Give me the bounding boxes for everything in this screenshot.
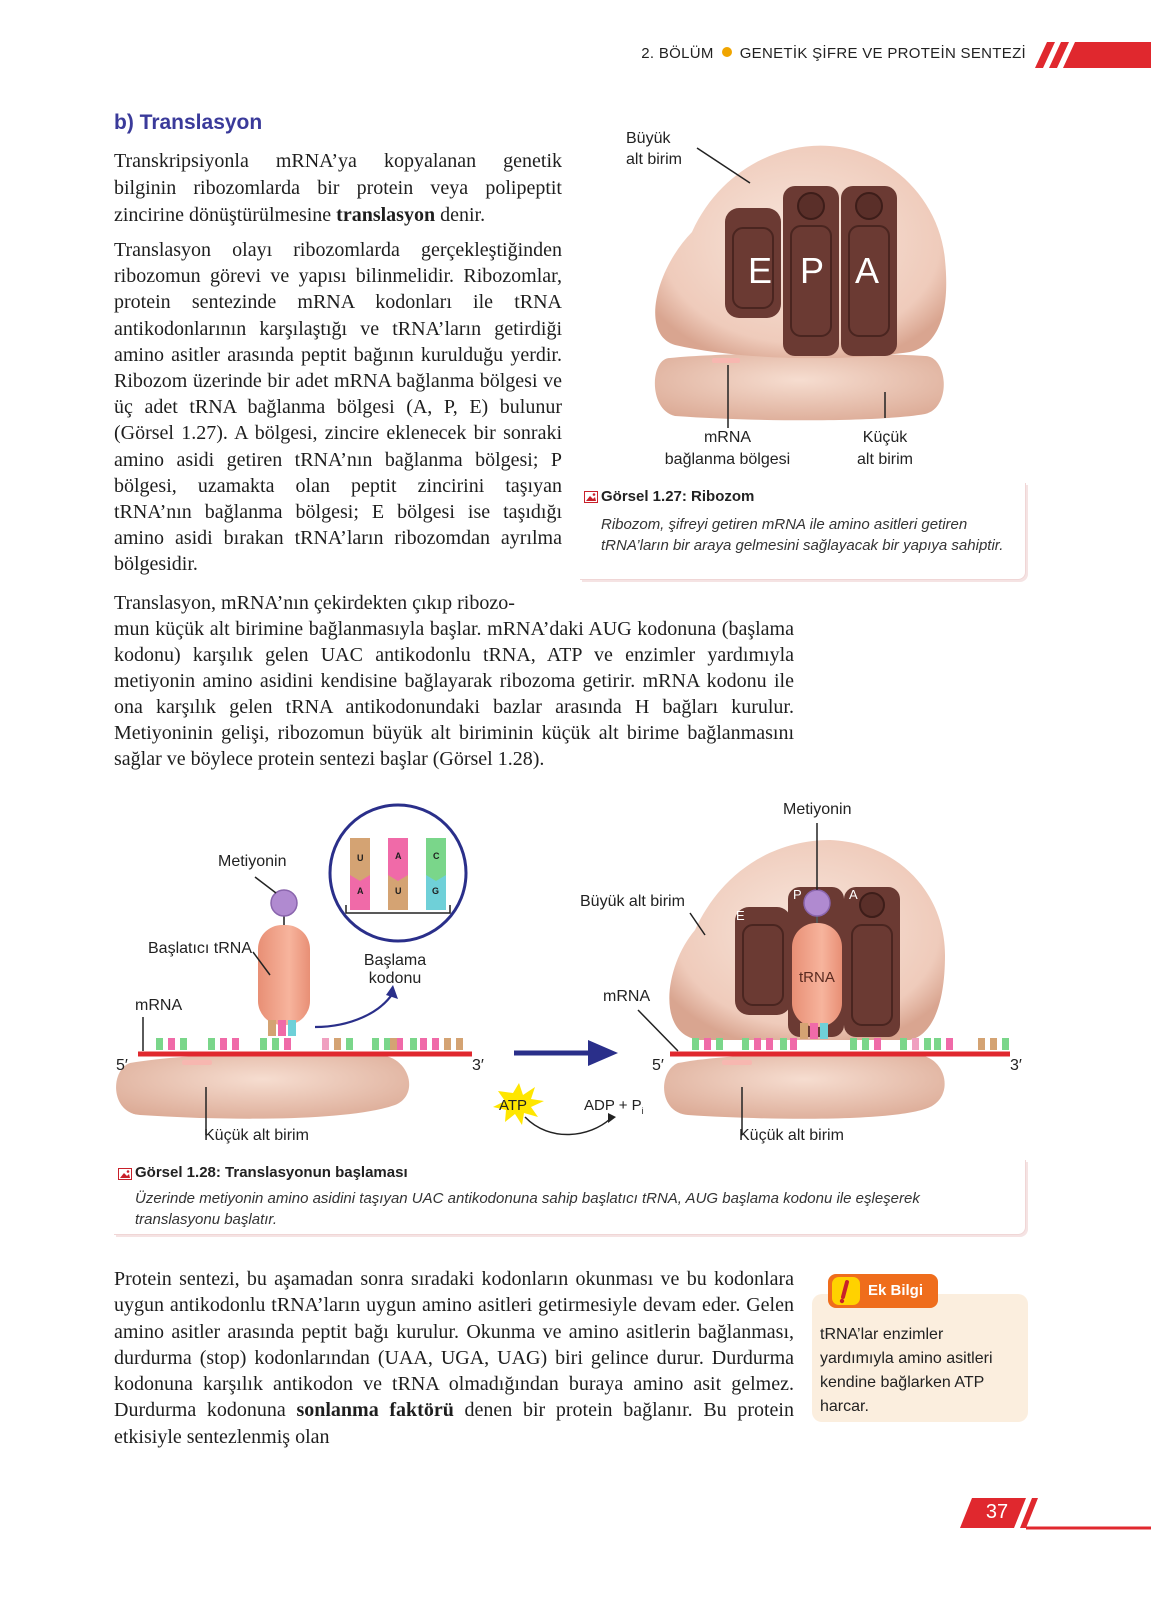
label-pi-subscript: i (641, 1106, 644, 1116)
caption-figure-1-27: Görsel 1.27: Ribozom Ribozom, şifreyi ge… (580, 483, 1026, 580)
label-site-E-right: E (736, 908, 745, 923)
paragraph-4-text: Protein sentezi, bu aşamadan sonra sırad… (114, 1268, 794, 1422)
process-arrow-icon (588, 1040, 618, 1066)
caption-text: Üzerinde metiyonin amino asidini taşıyan… (135, 1190, 920, 1228)
page-number-block: 37 (950, 1494, 1151, 1534)
right-codons (692, 1038, 1009, 1050)
caption-figure-1-28: Görsel 1.28: Translasyonun başlaması Üze… (114, 1160, 1026, 1235)
image-icon (584, 490, 598, 508)
right-site-A (844, 887, 900, 1037)
ek-bilgi-badge: Ek Bilgi (828, 1274, 938, 1308)
ribosome-diagram (654, 145, 947, 428)
caption-text: Ribozom, şifreyi getiren mRNA ile amino … (601, 516, 1004, 554)
label-site-A-right: A (849, 887, 858, 902)
site-E (725, 208, 781, 318)
label-mrna-binding-site: mRNA bağlanma bölgesi (664, 429, 791, 468)
inset-base-A2: A (357, 886, 364, 896)
left-small-subunit (116, 1053, 410, 1119)
label-3-prime-right: 3′ (1010, 1057, 1022, 1074)
paragraph-3-line1: Translasyon, mRNA’nın çekirdekten çıkıp … (114, 592, 515, 614)
inset-base-G: G (432, 886, 440, 896)
ek-bilgi-label: Ek Bilgi (868, 1282, 924, 1299)
label-atp: ATP (499, 1097, 528, 1114)
label-trna-right: tRNA (799, 969, 835, 986)
image-icon (118, 1167, 132, 1185)
left-codons (156, 1038, 463, 1050)
mrna-binding-site (712, 358, 740, 363)
label-large-subunit-right: Büyük alt birim (580, 893, 685, 910)
label-small-subunit: Küçük alt birim (856, 429, 913, 468)
initiator-trna-shape (258, 925, 310, 1025)
label-small-subunit-left: Küçük alt birim (204, 1127, 309, 1144)
site-P (783, 186, 839, 356)
paragraph-4-end: denen bir protein bağlanır. Bu protein e… (114, 1399, 794, 1448)
label-methionine-right: Metiyonin (783, 801, 852, 818)
paragraph-3: mun küçük alt birimine bağlanmasıyla baş… (114, 618, 794, 770)
inset-base-U: U (357, 853, 364, 863)
small-subunit-shape (654, 353, 944, 421)
atp-burst-icon (493, 1083, 544, 1125)
label-adp: ADP + P (584, 1097, 642, 1114)
label-start-codon: Başlama kodonu (363, 952, 427, 987)
label-site-E: E (747, 250, 772, 291)
caption-title: Görsel 1.27: Ribozom (601, 488, 755, 505)
paragraph-4: Protein sentezi, bu aşamadan sonra sırad… (114, 1266, 794, 1450)
label-site-P-right: P (793, 887, 802, 902)
label-site-P: P (799, 250, 824, 291)
translation-diagram (116, 803, 1010, 1136)
label-site-A: A (854, 250, 879, 291)
term-translasyon: translasyon (336, 204, 436, 226)
label-initiator-trna: Başlatıcı tRNA (148, 940, 253, 957)
paragraph-2: Translasyon olayı ribozomlarda gerçekleş… (114, 239, 562, 576)
methionine-left (270, 889, 298, 917)
header-dot (721, 47, 732, 57)
inset-base-U2: U (395, 886, 402, 896)
right-trna-shape (792, 923, 842, 1027)
header-stripes-icon (1035, 42, 1151, 68)
paragraph-1-text: Transkripsiyonla mRNA’ya kopyalanan gene… (114, 150, 562, 226)
figure-ribosome: Büyük alt birim E P A mRNA bağlanma bölg… (580, 120, 1030, 480)
right-small-subunit (664, 1053, 945, 1119)
paragraph-1-end: denir. (435, 204, 486, 226)
label-mrna-left: mRNA (135, 997, 183, 1014)
label-5-prime-left: 5′ (116, 1057, 128, 1074)
inset-base-A: A (395, 851, 402, 861)
page-number-shape (960, 1498, 1151, 1530)
paragraph-1: Transkripsiyonla mRNA’ya kopyalanan gene… (114, 148, 562, 229)
header-text: 2. BÖLÜM GENETİK ŞİFRE VE PROTEİN SENTEZİ (641, 45, 1026, 62)
inset-codon-pairs (345, 838, 451, 914)
site-A (841, 186, 897, 356)
label-mrna-right: mRNA (603, 988, 651, 1005)
right-site-E (735, 907, 791, 1015)
ek-bilgi-box: tRNA’lar enzimler yardımıyla amino asitl… (812, 1294, 1028, 1422)
methionine-right (803, 889, 831, 917)
figure-translation-start: Metiyonin Başlatıcı tRNA mRNA Başlama ko… (110, 795, 1030, 1155)
label-large-subunit: Büyük alt birim (626, 130, 683, 168)
label-5-prime-right: 5′ (652, 1057, 664, 1074)
label-adp-pi: ADP + Pi (584, 1097, 644, 1116)
chapter-label: 2. BÖLÜM (641, 45, 714, 62)
ek-bilgi-text: tRNA’lar enzimler yardımıyla amino asitl… (820, 1326, 993, 1415)
page-number: 37 (985, 1501, 1009, 1523)
label-3-prime-left: 3′ (472, 1057, 484, 1074)
label-small-subunit-right: Küçük alt birim (739, 1127, 844, 1144)
section-heading: b) Translasyon (114, 111, 263, 134)
chapter-title: GENETİK ŞİFRE VE PROTEİN SENTEZİ (739, 45, 1026, 62)
label-methionine-left: Metiyonin (218, 853, 287, 870)
page-header: 2. BÖLÜM GENETİK ŞİFRE VE PROTEİN SENTEZİ (0, 0, 1151, 70)
caption-title: Görsel 1.28: Translasyonun başlaması (135, 1164, 408, 1181)
exclamation-icon (832, 1277, 860, 1305)
inset-base-C: C (433, 851, 440, 861)
term-sonlanma-faktoru: sonlanma faktörü (296, 1399, 454, 1422)
